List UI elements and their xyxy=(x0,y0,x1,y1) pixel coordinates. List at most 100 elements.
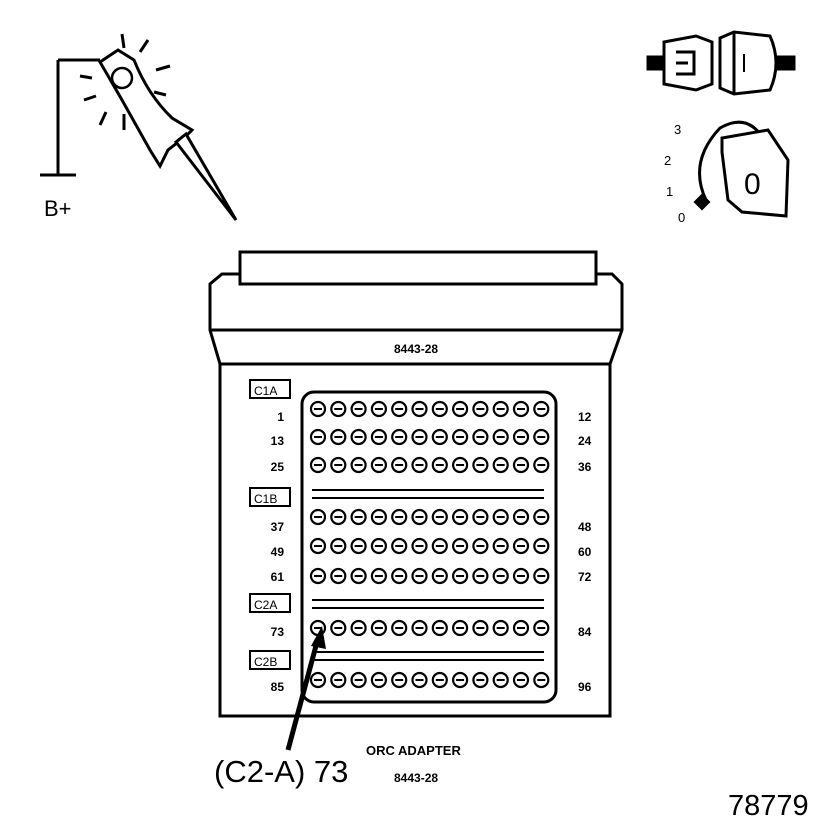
test-light-probe: B+ xyxy=(40,33,238,221)
row-end-number: 12 xyxy=(578,410,592,424)
pin-socket xyxy=(512,619,530,637)
pin-row: 37 48 xyxy=(271,508,592,534)
row-start-number: 49 xyxy=(271,545,285,559)
pin-socket xyxy=(350,567,367,585)
pin-socket xyxy=(492,456,509,474)
pin-socket xyxy=(391,567,408,585)
row-end-number: 96 xyxy=(578,680,592,694)
pin-socket xyxy=(533,671,550,689)
pin-socket xyxy=(350,400,367,418)
pin-socket xyxy=(350,428,367,446)
pin-socket xyxy=(512,671,530,689)
ground-symbol xyxy=(40,58,100,177)
pin-socket xyxy=(309,400,327,418)
pin-socket xyxy=(330,619,347,637)
pin-rows: 1 12 13 24 25 36 37 48 49 60 61 72 73 84… xyxy=(271,400,592,694)
probe-tip xyxy=(173,131,238,221)
orc-adapter-body xyxy=(208,250,624,718)
row-end-number: 60 xyxy=(578,545,592,559)
pin-socket xyxy=(370,400,387,418)
pin-socket xyxy=(533,428,550,446)
row-start-number: 61 xyxy=(271,570,285,584)
row-end-number: 72 xyxy=(578,570,592,584)
pin-socket xyxy=(472,537,489,555)
pin-socket xyxy=(391,456,408,474)
pin-socket xyxy=(370,508,387,526)
pin-row: 49 60 xyxy=(271,537,592,559)
pin-row: 85 96 xyxy=(271,671,592,694)
row-start-number: 13 xyxy=(271,434,285,448)
pin-socket xyxy=(431,428,448,446)
pin-socket xyxy=(309,456,327,474)
pin-socket xyxy=(431,537,448,555)
pin-socket xyxy=(330,508,347,526)
pin-socket xyxy=(309,428,327,446)
pin-socket xyxy=(472,400,489,418)
pin-socket xyxy=(309,671,327,689)
pin-socket xyxy=(411,456,428,474)
pin-socket xyxy=(512,456,530,474)
pin-socket xyxy=(492,508,509,526)
pin-socket xyxy=(350,456,367,474)
row-start-number: 73 xyxy=(271,625,285,639)
figure-number: 78779 xyxy=(728,790,809,822)
pin-socket xyxy=(411,428,428,446)
pin-socket xyxy=(472,456,489,474)
ignition-key xyxy=(720,128,790,218)
pin-socket xyxy=(512,567,530,585)
pin-socket xyxy=(512,537,530,555)
probe-body xyxy=(97,48,195,170)
pin-socket xyxy=(472,428,489,446)
connector-label-c2b: C2B xyxy=(249,650,291,670)
pin-row: 25 36 xyxy=(271,456,592,474)
connector-icon xyxy=(646,30,796,96)
pin-socket xyxy=(411,537,428,555)
pin-socket xyxy=(309,537,327,555)
pin-socket xyxy=(370,619,387,637)
pin-socket xyxy=(309,567,327,585)
pin-socket xyxy=(492,671,509,689)
pin-socket xyxy=(370,671,387,689)
ignition-position-2: 2 xyxy=(664,153,671,168)
pin-socket xyxy=(391,537,408,555)
pin-socket xyxy=(330,400,347,418)
pin-socket xyxy=(350,619,367,637)
b-plus-label: B+ xyxy=(44,196,72,221)
pin-socket xyxy=(391,671,408,689)
pin-socket xyxy=(431,400,448,418)
ignition-position-1: 1 xyxy=(666,184,673,199)
pin-socket xyxy=(492,619,509,637)
caption-part-number: 8443-28 xyxy=(394,771,438,785)
pin-socket xyxy=(452,508,469,526)
row-start-number: 85 xyxy=(271,680,285,694)
ignition-key-mark: 0 xyxy=(744,168,761,201)
pin-socket xyxy=(330,428,347,446)
pin-socket xyxy=(391,619,408,637)
ignition-position-0: 0 xyxy=(678,210,685,225)
connector-separators xyxy=(312,489,544,661)
pin-socket xyxy=(431,567,448,585)
probe-light-rays xyxy=(79,33,171,130)
pin-socket xyxy=(391,400,408,418)
pin-socket xyxy=(391,508,408,526)
pin-socket xyxy=(391,428,408,446)
connector-label-c1a: C1A xyxy=(249,379,291,399)
pin-socket xyxy=(533,456,550,474)
pin-socket xyxy=(472,671,489,689)
pin-socket xyxy=(411,508,428,526)
pin-socket xyxy=(411,671,428,689)
pin-socket xyxy=(492,567,509,585)
connector-label-text: C1A xyxy=(254,384,277,398)
pin-socket xyxy=(472,567,489,585)
pin-socket xyxy=(533,508,550,526)
pin-socket xyxy=(330,537,347,555)
pin-socket xyxy=(330,671,347,689)
pin-socket xyxy=(533,537,550,555)
pin-socket xyxy=(431,456,448,474)
row-start-number: 37 xyxy=(271,520,285,534)
pin-socket xyxy=(411,400,428,418)
pin-socket xyxy=(533,619,550,637)
pin-socket xyxy=(512,508,530,526)
pin-socket xyxy=(370,537,387,555)
